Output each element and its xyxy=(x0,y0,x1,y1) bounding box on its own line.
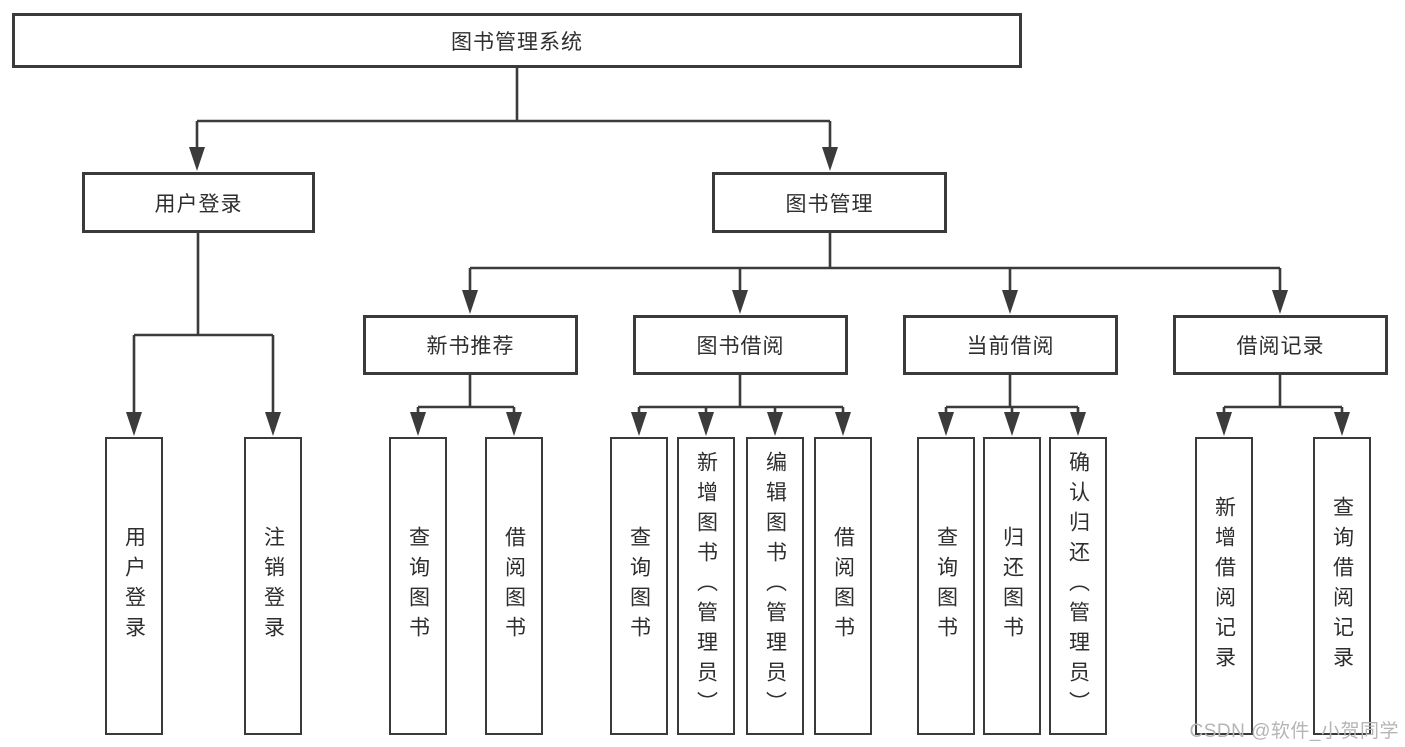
node-borrowing-add-book-label: 新增图书（管理员） xyxy=(694,451,718,721)
node-new-book-recommend: 新书推荐 xyxy=(363,315,578,375)
node-borrowing-records: 借阅记录 xyxy=(1173,315,1388,375)
arrowhead xyxy=(265,412,281,436)
node-book-borrowing-label: 图书借阅 xyxy=(696,335,785,358)
node-book-management: 图书管理 xyxy=(712,172,947,233)
node-recommend-query-book-label: 查询图书 xyxy=(406,526,430,646)
arrowhead xyxy=(698,412,714,436)
connector-book-borrowing xyxy=(631,375,851,436)
node-borrowing-records-label: 借阅记录 xyxy=(1236,335,1325,358)
arrowhead xyxy=(1216,412,1232,436)
node-current-return-book: 归还图书 xyxy=(983,437,1041,735)
node-user-login-label: 用户登录 xyxy=(122,526,146,646)
arrowhead xyxy=(732,290,748,314)
node-borrowing-add-book: 新增图书（管理员） xyxy=(677,437,735,735)
node-records-query-record-label: 查询借阅记录 xyxy=(1330,496,1354,676)
node-recommend-borrow-book: 借阅图书 xyxy=(485,437,543,735)
node-borrowing-query-book-label: 查询图书 xyxy=(627,526,651,646)
connector-new-book-recommend xyxy=(410,375,522,436)
node-borrowing-edit-book-label: 编辑图书（管理员） xyxy=(763,451,787,721)
arrowhead xyxy=(822,147,838,171)
arrowhead xyxy=(1002,290,1018,314)
node-records-query-record: 查询借阅记录 xyxy=(1313,437,1371,735)
node-logout: 注销登录 xyxy=(244,437,302,735)
arrowhead xyxy=(938,412,954,436)
node-library-system-label: 图书管理系统 xyxy=(451,30,583,54)
csdn-watermark: CSDN @软件_小贺同学 xyxy=(1189,721,1399,742)
arrowhead xyxy=(767,412,783,436)
node-user-login-group: 用户登录 xyxy=(82,172,315,233)
node-borrowing-borrow-book: 借阅图书 xyxy=(814,437,872,735)
node-user-login-group-label: 用户登录 xyxy=(154,192,243,216)
arrowhead xyxy=(1004,412,1020,436)
arrowhead xyxy=(410,412,426,436)
node-book-management-label: 图书管理 xyxy=(785,192,874,216)
arrowhead xyxy=(126,412,142,436)
arrowhead xyxy=(1272,290,1288,314)
node-new-book-recommend-label: 新书推荐 xyxy=(426,335,515,358)
node-borrowing-query-book: 查询图书 xyxy=(610,437,668,735)
node-book-borrowing: 图书借阅 xyxy=(633,315,848,375)
connector-borrowing-records xyxy=(1216,375,1350,436)
node-library-system: 图书管理系统 xyxy=(12,13,1022,68)
node-borrowing-borrow-book-label: 借阅图书 xyxy=(831,526,855,646)
connector-root-to-level2 xyxy=(189,68,838,171)
node-current-confirm-return: 确认归还（管理员） xyxy=(1049,437,1107,735)
connector-user-login-to-leaves xyxy=(126,233,281,436)
node-logout-label: 注销登录 xyxy=(261,526,285,646)
node-recommend-borrow-book-label: 借阅图书 xyxy=(502,526,526,646)
arrowhead xyxy=(189,147,205,171)
node-user-login: 用户登录 xyxy=(105,437,163,735)
connector-book-management-to-level3 xyxy=(462,233,1288,314)
node-current-query-book-label: 查询图书 xyxy=(934,526,958,646)
node-current-query-book: 查询图书 xyxy=(917,437,975,735)
arrowhead xyxy=(506,412,522,436)
node-records-add-record: 新增借阅记录 xyxy=(1195,437,1253,735)
node-records-add-record-label: 新增借阅记录 xyxy=(1212,496,1236,676)
node-borrowing-edit-book: 编辑图书（管理员） xyxy=(746,437,804,735)
node-current-borrowing: 当前借阅 xyxy=(903,315,1118,375)
node-current-borrowing-label: 当前借阅 xyxy=(966,335,1055,358)
node-recommend-query-book: 查询图书 xyxy=(389,437,447,735)
connector-current-borrowing xyxy=(938,375,1086,436)
node-current-return-book-label: 归还图书 xyxy=(1000,526,1024,646)
arrowhead xyxy=(631,412,647,436)
arrowhead xyxy=(1070,412,1086,436)
arrowhead xyxy=(1334,412,1350,436)
arrowhead xyxy=(835,412,851,436)
node-current-confirm-return-label: 确认归还（管理员） xyxy=(1066,451,1090,721)
arrowhead xyxy=(462,290,478,314)
